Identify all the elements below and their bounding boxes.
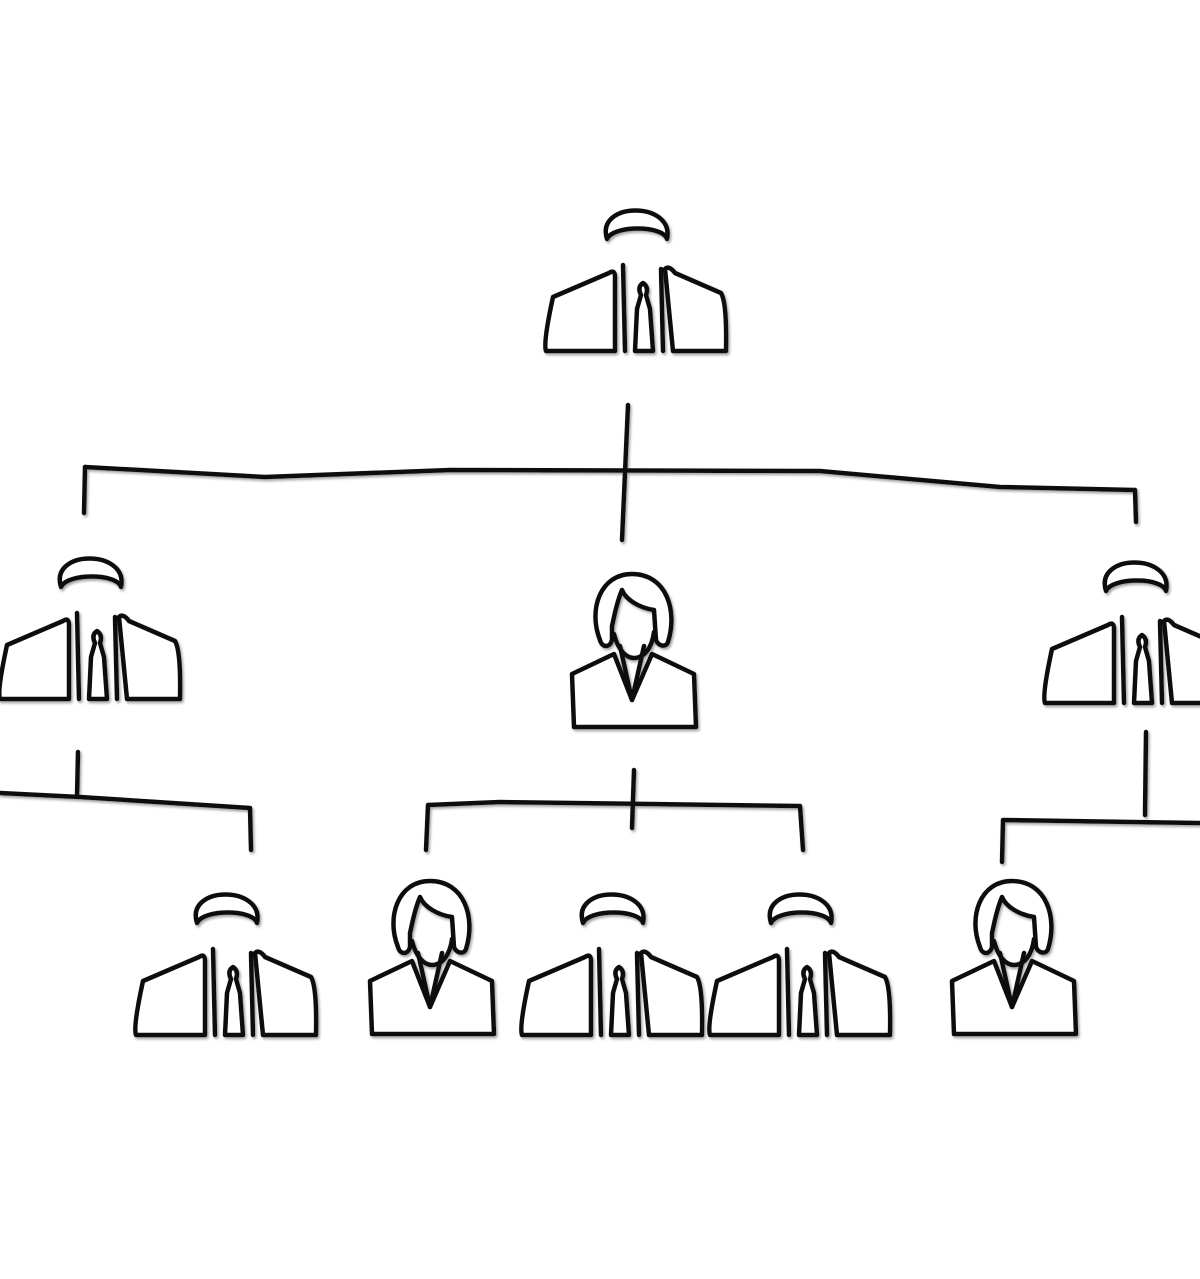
center-manager-connector: [629, 767, 637, 831]
connector-lines: [0, 402, 1200, 865]
right-manager-drop: [1132, 487, 1139, 525]
left-level-2-bar: [0, 790, 254, 853]
center-report-1-female-person-icon: [370, 881, 494, 1034]
left-report-male-person-icon: [135, 895, 316, 1036]
center-manager-female-person-icon: [572, 574, 696, 727]
right-manager-male-person-icon: [1044, 563, 1200, 704]
level-1-bar: [82, 464, 1138, 493]
right-manager-connector: [1142, 729, 1149, 818]
left-manager-male-person-icon: [0, 559, 180, 700]
center-level-2-bar: [423, 799, 806, 853]
left-manager-connector: [74, 749, 81, 800]
right-level-2-bar: [999, 817, 1200, 865]
center-report-3-male-person-icon: [709, 895, 890, 1036]
root-male-person-icon: [545, 211, 726, 352]
left-manager-drop: [81, 464, 88, 516]
right-report-female-person-icon: [952, 881, 1076, 1034]
center-report-2-male-person-icon: [521, 895, 702, 1036]
